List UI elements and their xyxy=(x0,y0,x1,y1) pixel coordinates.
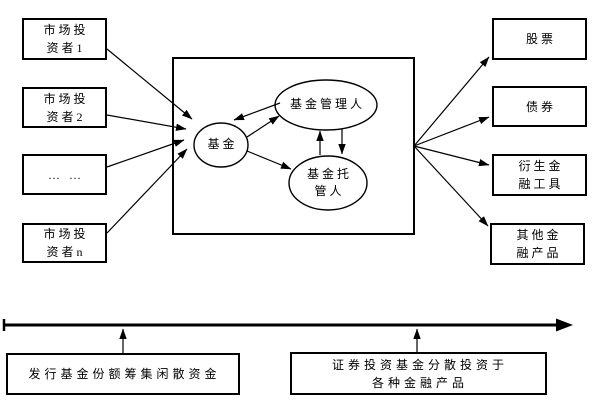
derivatives-label: 融工具 xyxy=(518,177,564,191)
arrow-fund-to-manager xyxy=(246,115,280,138)
market-investor-1-box: 市场投 资者1 xyxy=(22,18,107,60)
derivatives-label: 衍生金 xyxy=(518,159,564,173)
timeline-arrowhead-icon xyxy=(556,318,573,332)
market-investor-ellipsis-box: … … xyxy=(22,154,107,195)
arrow-investor-n-to-fund xyxy=(106,148,188,234)
raise-funds-note-box: 发行基金份额筹集闲散资金 xyxy=(6,353,240,395)
other-products-box: 其他金 融产品 xyxy=(490,223,585,265)
other-products-label: 其他金 xyxy=(516,228,562,242)
arrow-investor2-to-fund xyxy=(106,114,187,131)
diversified-investment-note-label: 各种金融产品 xyxy=(371,375,468,390)
fund-manager-ellipse xyxy=(274,79,378,131)
ellipsis-label: … … xyxy=(48,167,84,182)
arrow-fund-to-custodian xyxy=(246,150,292,170)
diversified-investment-note-box: 证券投资基金分散投资于 各种金融产品 xyxy=(290,352,547,395)
market-investor-n-label: 资者n xyxy=(46,245,86,259)
derivatives-box: 衍生金 融工具 xyxy=(492,154,587,196)
market-investor-n-label: 市场投 xyxy=(43,227,89,241)
stocks-box: 股票 xyxy=(492,18,587,60)
arrow-investor-ellipsis-to-fund xyxy=(106,139,185,168)
diversified-investment-note-label: 证券投资基金分散投资于 xyxy=(331,357,508,372)
market-investor-2-box: 市场投 资者2 xyxy=(22,87,107,128)
arrow-to-stocks xyxy=(413,56,490,147)
market-investor-2-label: 市场投 xyxy=(43,91,89,106)
fund-custodian-ellipse xyxy=(288,155,368,211)
market-investor-2-label: 资者2 xyxy=(46,109,86,124)
arrow-investor1-to-fund xyxy=(106,48,193,120)
market-investor-n-box: 市场投 资者n xyxy=(22,223,107,263)
fund-circle xyxy=(193,122,249,168)
arrow-manager-to-fund xyxy=(233,102,281,121)
other-products-label: 融产品 xyxy=(516,246,562,260)
arrow-to-derivatives xyxy=(413,145,490,167)
market-investor-1-label: 资者1 xyxy=(46,41,86,55)
stocks-label: 股票 xyxy=(525,32,556,46)
arrow-to-other-products xyxy=(413,145,489,227)
bonds-box: 债券 xyxy=(492,86,587,127)
arrow-to-bonds xyxy=(413,116,490,147)
market-investor-1-label: 市场投 xyxy=(43,23,89,37)
raise-funds-note-label: 发行基金份额筹集闲散资金 xyxy=(28,367,221,381)
bonds-label: 债券 xyxy=(525,99,556,114)
